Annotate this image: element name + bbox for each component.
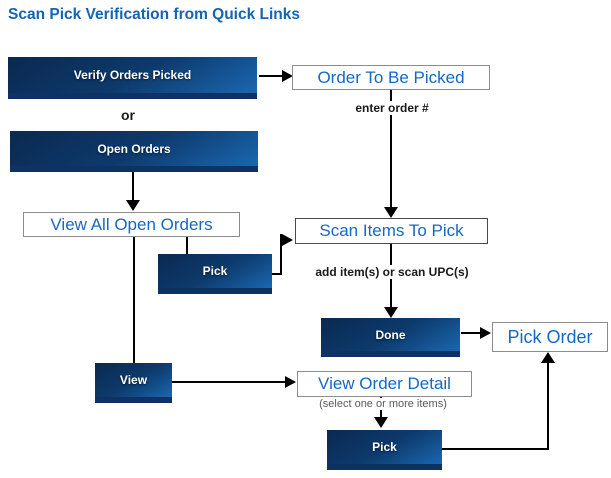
- arrowhead-down-icon: [384, 307, 398, 318]
- scan-items-to-pick-label: Scan Items To Pick: [295, 218, 488, 244]
- connector-verify-to-order: [259, 75, 283, 77]
- page-title: Scan Pick Verification from Quick Links: [8, 6, 301, 23]
- pick-order-label: Pick Order: [492, 322, 608, 352]
- connector-done-to-pickorder: [461, 332, 481, 334]
- arrowhead-right-icon: [282, 70, 293, 82]
- arrowhead-right-icon: [282, 234, 293, 246]
- view-button: View: [95, 363, 172, 403]
- connector-viewall-to-pick: [186, 237, 188, 255]
- connector-pick-to-scan-h: [272, 273, 282, 275]
- enter-order-annotation: enter order #: [352, 101, 432, 115]
- arrowhead-right-icon: [480, 327, 491, 339]
- open-orders-button: Open Orders: [10, 131, 258, 172]
- connector-pick-to-pickorder-v: [547, 362, 549, 450]
- order-to-be-picked-label: Order To Be Picked: [292, 65, 490, 90]
- connector-pick-to-scan-v: [280, 234, 282, 275]
- arrowhead-up-icon: [541, 352, 555, 363]
- connector-viewall-to-view: [133, 237, 135, 363]
- arrowhead-down-icon: [126, 200, 140, 211]
- view-all-open-orders-label: View All Open Orders: [23, 212, 240, 237]
- done-button: Done: [321, 318, 460, 357]
- pick-button-bottom: Pick: [327, 430, 442, 470]
- view-order-detail-label: View Order Detail: [297, 371, 472, 397]
- verify-orders-picked-button: Verify Orders Picked: [8, 57, 257, 99]
- connector-pick-to-pickorder-h: [442, 448, 549, 450]
- connector-view-to-detail: [172, 381, 286, 383]
- arrowhead-down-icon: [384, 207, 398, 218]
- or-annotation: or: [118, 107, 138, 123]
- select-items-annotation: (select one or more items): [316, 398, 450, 410]
- arrowhead-right-icon: [285, 376, 296, 388]
- arrowhead-down-icon: [374, 417, 388, 428]
- pick-button-middle: Pick: [158, 254, 272, 294]
- connector-open-to-viewall: [132, 171, 134, 201]
- connector-order-to-scan: [390, 89, 392, 209]
- add-items-annotation: add item(s) or scan UPC(s): [312, 265, 472, 279]
